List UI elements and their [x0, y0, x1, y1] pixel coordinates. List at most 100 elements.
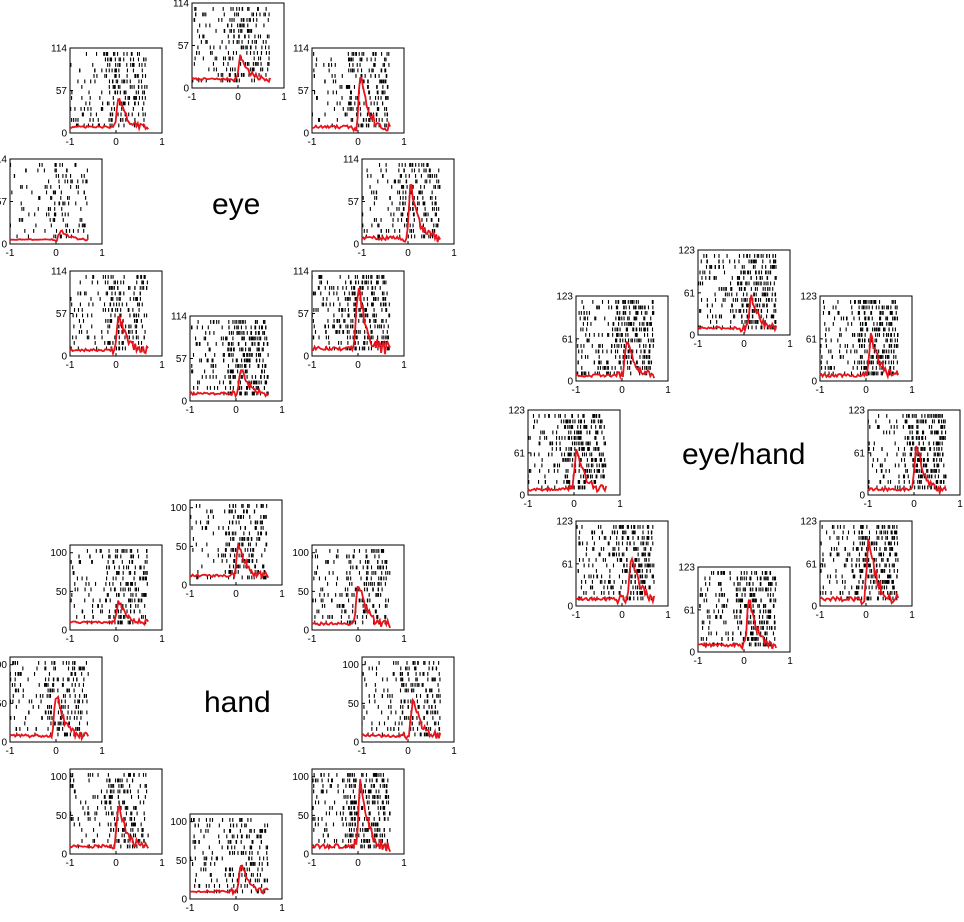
- y-tick-label: 57: [176, 354, 188, 365]
- y-tick-label: 100: [292, 772, 309, 783]
- y-tick-label: 0: [181, 895, 187, 906]
- y-tick-label: 50: [176, 856, 188, 867]
- y-tick-label: 114: [171, 312, 187, 323]
- y-tick-label: 61: [562, 334, 574, 345]
- x-tick-label: 0: [113, 634, 119, 645]
- x-tick-label: 1: [159, 634, 165, 645]
- x-tick-label: 1: [279, 405, 285, 416]
- x-tick-label: 1: [99, 248, 105, 259]
- y-tick-label: 0: [303, 850, 309, 861]
- y-tick-label: 100: [0, 660, 7, 671]
- x-tick-label: 1: [401, 137, 407, 148]
- x-tick-label: 0: [53, 746, 59, 757]
- x-tick-label: 1: [99, 746, 105, 757]
- y-tick-label: 0: [61, 352, 67, 363]
- x-tick-label: 0: [233, 903, 239, 914]
- y-tick-label: 57: [178, 41, 190, 52]
- y-tick-label: 0: [353, 738, 359, 749]
- y-tick-label: 0: [353, 240, 359, 251]
- y-tick-label: 100: [50, 548, 67, 559]
- x-tick-label: 1: [451, 248, 457, 259]
- x-tick-label: 1: [279, 589, 285, 600]
- y-tick-label: 0: [61, 626, 67, 637]
- x-tick-label: 1: [159, 360, 165, 371]
- x-tick-label: 0: [405, 248, 411, 259]
- x-tick-label: 0: [741, 339, 747, 350]
- y-tick-label: 0: [1, 240, 7, 251]
- y-tick-label: 0: [181, 581, 187, 592]
- x-tick-label: 1: [279, 903, 285, 914]
- x-tick-label: 0: [355, 360, 361, 371]
- y-tick-label: 100: [292, 548, 309, 559]
- x-tick-label: 1: [401, 634, 407, 645]
- y-tick-label: 123: [556, 292, 573, 303]
- y-tick-label: 0: [61, 850, 67, 861]
- y-tick-label: 100: [50, 772, 67, 783]
- y-tick-label: 0: [183, 84, 189, 95]
- y-tick-label: 0: [303, 129, 309, 140]
- y-tick-label: 114: [293, 44, 309, 55]
- x-tick-label: 0: [355, 137, 361, 148]
- y-tick-label: 50: [298, 587, 310, 598]
- x-tick-label: 0: [113, 858, 119, 869]
- y-tick-label: 114: [293, 267, 309, 278]
- y-tick-label: 114: [51, 267, 67, 278]
- x-tick-label: 1: [787, 339, 793, 350]
- y-tick-label: 57: [56, 309, 68, 320]
- y-tick-label: 57: [348, 197, 360, 208]
- y-tick-label: 57: [298, 309, 310, 320]
- y-tick-label: 50: [176, 542, 188, 553]
- y-tick-label: 114: [343, 155, 359, 166]
- y-tick-label: 114: [173, 0, 189, 10]
- y-tick-label: 50: [298, 811, 310, 822]
- y-tick-label: 57: [298, 86, 310, 97]
- y-tick-label: 0: [567, 377, 573, 388]
- y-tick-label: 0: [689, 331, 695, 342]
- y-tick-label: 0: [303, 352, 309, 363]
- x-tick-label: 0: [619, 385, 625, 396]
- x-tick-label: 1: [281, 92, 287, 103]
- y-tick-label: 61: [684, 288, 696, 299]
- y-tick-label: 0: [1, 738, 7, 749]
- x-tick-label: 1: [451, 746, 457, 757]
- y-tick-label: 114: [51, 44, 67, 55]
- x-tick-label: 0: [235, 92, 241, 103]
- y-tick-label: 50: [0, 699, 7, 710]
- y-tick-label: 50: [348, 699, 360, 710]
- y-tick-label: 123: [678, 246, 695, 257]
- y-tick-label: 100: [342, 660, 359, 671]
- y-tick-label: 0: [61, 129, 67, 140]
- y-tick-label: 57: [56, 86, 68, 97]
- y-tick-label: 100: [170, 817, 187, 828]
- x-tick-label: 1: [665, 385, 671, 396]
- x-tick-label: 0: [355, 858, 361, 869]
- x-tick-label: 0: [113, 360, 119, 371]
- x-tick-label: 1: [159, 858, 165, 869]
- x-tick-label: 0: [53, 248, 59, 259]
- x-tick-label: 1: [401, 858, 407, 869]
- y-tick-label: 0: [303, 626, 309, 637]
- x-tick-label: 0: [233, 405, 239, 416]
- y-tick-label: 114: [0, 155, 7, 166]
- x-tick-label: 0: [355, 634, 361, 645]
- y-tick-label: 0: [181, 397, 187, 408]
- x-tick-label: 1: [159, 137, 165, 148]
- x-tick-label: 1: [401, 360, 407, 371]
- x-tick-label: 0: [113, 137, 119, 148]
